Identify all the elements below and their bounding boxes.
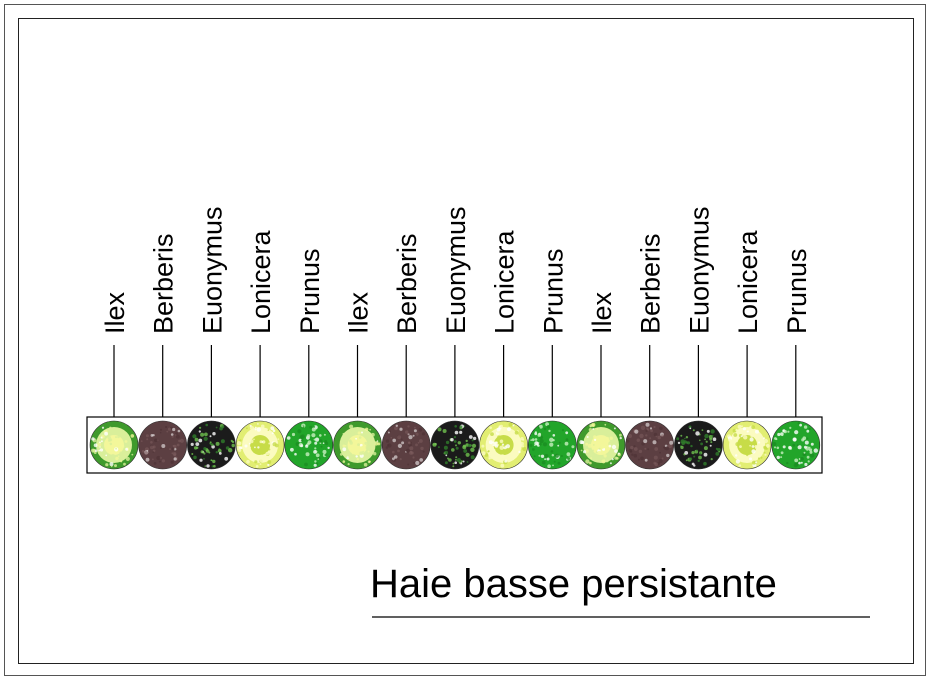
plant-label: Lonicera — [733, 229, 763, 334]
bush-lonicera — [235, 420, 285, 470]
outer-frame — [4, 4, 926, 676]
bush-berberis — [625, 420, 675, 470]
plant-label: Euonymus — [197, 206, 227, 334]
plant-label: Prunus — [782, 248, 812, 334]
bush-prunus — [527, 420, 577, 470]
bush-ilex — [333, 420, 382, 470]
plant-label: Ilex — [344, 291, 374, 334]
plant-bushes — [89, 420, 821, 470]
plant-label: Lonicera — [246, 229, 276, 334]
plant-label: Prunus — [538, 248, 568, 334]
bush-prunus — [771, 420, 821, 470]
plant-label: Ilex — [100, 291, 130, 334]
plant-label: Prunus — [295, 248, 325, 334]
bush-euonymus — [430, 420, 480, 470]
plant-arrows — [113, 345, 805, 433]
plant-label: Berberis — [149, 233, 179, 334]
bush-lonicera — [722, 420, 772, 470]
bush-lonicera — [479, 420, 528, 470]
bush-ilex — [576, 420, 626, 470]
inner-frame — [18, 18, 914, 664]
bush-euonymus — [674, 420, 723, 470]
plant-label: Euonymus — [441, 206, 471, 334]
plant-label: Ilex — [587, 291, 617, 334]
bush-euonymus — [187, 420, 236, 470]
bush-berberis — [381, 420, 431, 470]
plant-label: Berberis — [392, 233, 422, 334]
diagram-title: Haie basse persistante — [370, 562, 777, 606]
plant-label: Lonicera — [490, 229, 520, 334]
bush-ilex — [89, 420, 139, 470]
plant-label: Berberis — [636, 233, 666, 334]
bush-prunus — [284, 420, 334, 470]
bush-berberis — [138, 420, 187, 470]
plant-label: Euonymus — [684, 206, 714, 334]
